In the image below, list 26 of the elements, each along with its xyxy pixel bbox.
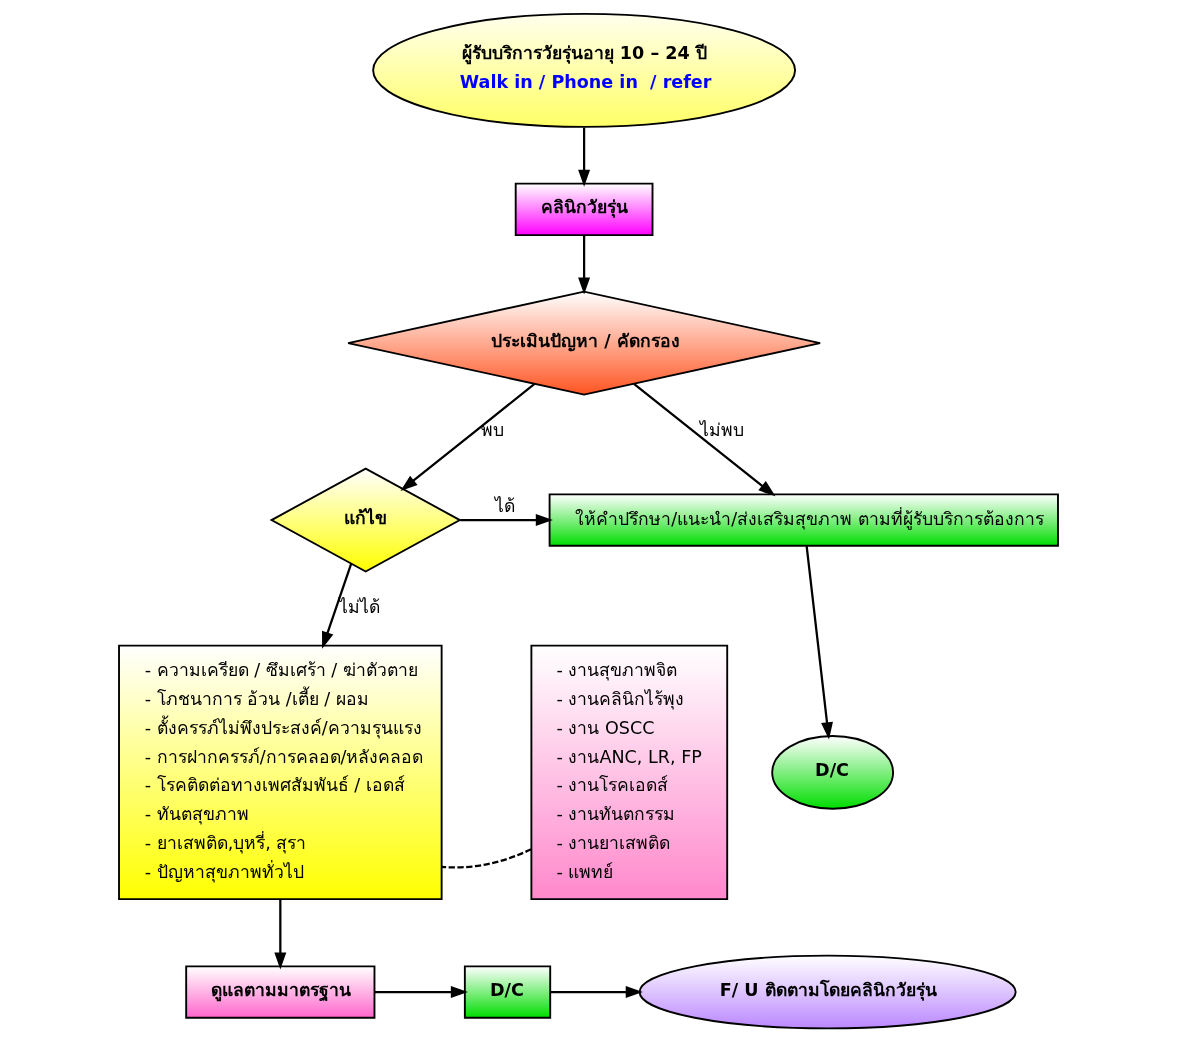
- arrow: [460, 514, 553, 527]
- node-diamond: แก้ไข: [269, 467, 462, 573]
- node-box: คลินิกวัยรุ่น: [514, 182, 654, 237]
- connector: [441, 848, 532, 869]
- arrow: [805, 546, 833, 740]
- node-box: ให้คำปรึกษา/แนะนำ/ส่งเสริมสุขภาพ ตามที่ผู้รับบริการต้องการ: [548, 493, 1059, 547]
- edge-label: พบ: [481, 420, 505, 441]
- node-box: ดูแลตามมาตรฐาน: [185, 965, 376, 1019]
- arrow: [633, 383, 776, 497]
- edge-label: ไม่พบ: [699, 420, 744, 441]
- edge-label: ได้: [494, 495, 515, 516]
- node-box: - ความเครียด / ซึมเศร้า / ฆ่าตัวตาย - โภชนาการ อ้วน /เตี้ย / ผอม - ตั้งครรภ์ไม่พึงประสงค์/ความรุนแรง - การฝากครรภ์/การคลอด/หลังคลอด - โรคติดต่อทางเพศสัมพันธ์ / เอดส์ - ทันตสุขภาพ - ยาเสพติด,บุหรี่, สุรา - ปัญหาสุขภาพทั่วไป: [118, 644, 443, 901]
- arrow: [400, 383, 536, 492]
- node-ellipse: ผู้รับบริการวัยรุ่นอายุ 10 – 24 ปี Walk in / Phone in / refer: [372, 12, 797, 128]
- arrow: [578, 235, 591, 295]
- node-diamond: ประเมินปัญหา / คัดกรอง: [347, 290, 822, 396]
- node-box: D/C: [463, 965, 552, 1019]
- arrow: [274, 899, 287, 970]
- node-box: - งานสุขภาพจิต - งานคลินิกไร้พุง - งาน OSCC - งานANC, LR, FP - งานโรคเอดส์ - งานทันตกรรม - งานยาเสพติด - แพทย์: [530, 644, 729, 901]
- arrow: [374, 986, 468, 999]
- edge-label: ไม่ได้: [339, 597, 381, 618]
- node-ellipse: D/C: [771, 735, 895, 810]
- arrow: [322, 563, 353, 649]
- node-ellipse: F/ U ติดตามโดยคลินิกวัยรุ่น: [638, 954, 1017, 1030]
- arrow: [550, 986, 643, 999]
- arrow: [578, 127, 591, 187]
